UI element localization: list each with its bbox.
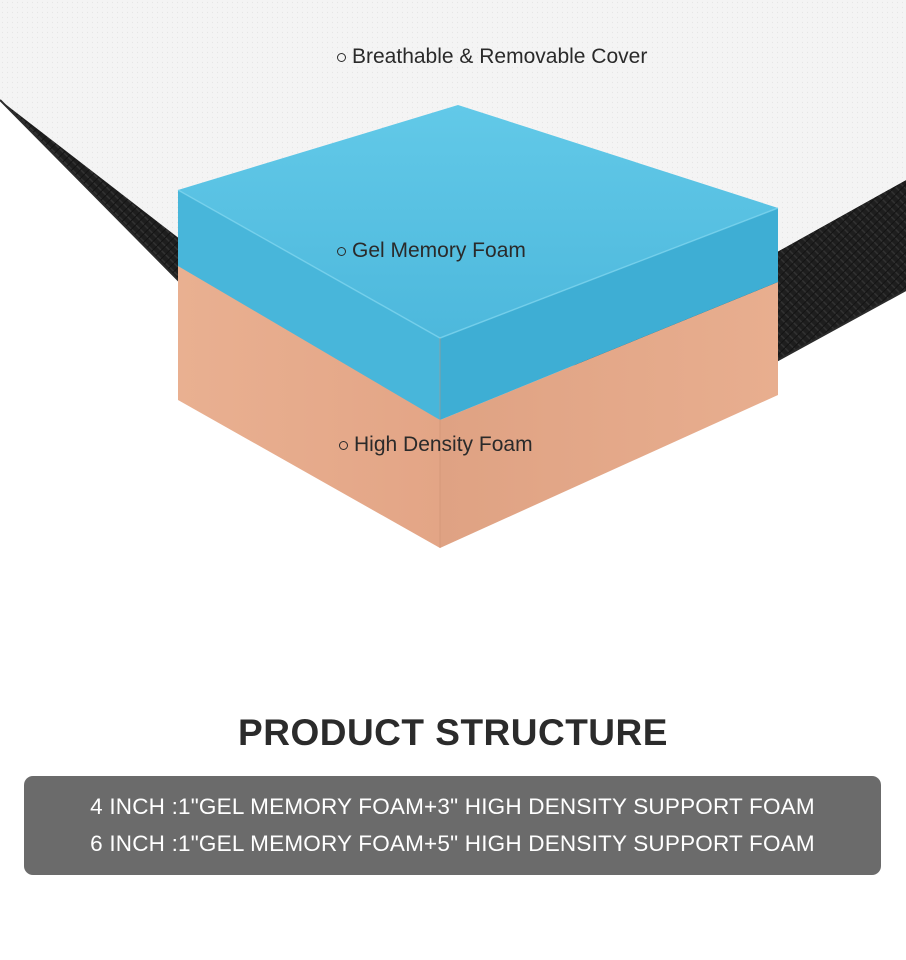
gel-foam-top	[178, 105, 778, 338]
spec-box: 4 INCH :1"GEL MEMORY FOAM+3" HIGH DENSIT…	[24, 776, 881, 875]
circle-bullet-icon	[337, 52, 346, 62]
layer-label-gel-foam: Gel Memory Foam	[337, 239, 526, 263]
high-density-foam-label-text: High Density Foam	[354, 433, 533, 456]
spec-line-4-inch: 4 INCH :1"GEL MEMORY FOAM+3" HIGH DENSIT…	[90, 794, 815, 819]
section-title: PRODUCT STRUCTURE	[238, 712, 668, 753]
layer-label-high-density-foam: High Density Foam	[339, 433, 533, 457]
high-density-foam-right	[440, 282, 778, 548]
gel-foam-left	[178, 190, 440, 420]
gel-foam-label-text: Gel Memory Foam	[352, 239, 526, 262]
gel-foam-right	[440, 208, 778, 420]
spec-line-6-inch: 6 INCH :1"GEL MEMORY FOAM+5" HIGH DENSIT…	[90, 831, 815, 856]
mattress-illustration	[0, 0, 906, 548]
circle-bullet-icon	[337, 246, 346, 256]
layer-label-cover: Breathable & Removable Cover	[337, 45, 647, 69]
circle-bullet-icon	[339, 440, 348, 450]
cover-label-text: Breathable & Removable Cover	[352, 45, 648, 68]
high-density-foam-left	[178, 252, 440, 548]
